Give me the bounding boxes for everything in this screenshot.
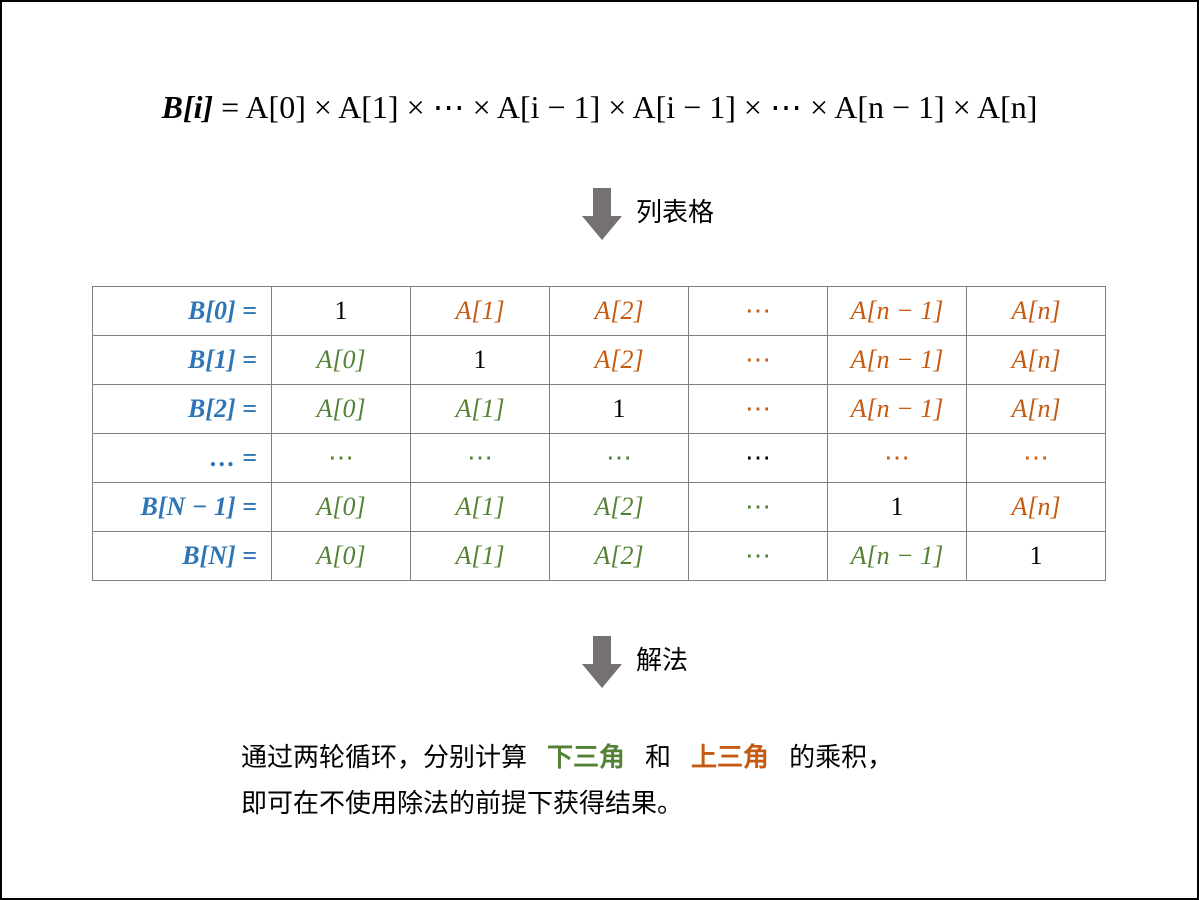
table-cell: A[1] bbox=[410, 531, 550, 581]
table-cell: A[1] bbox=[410, 286, 550, 336]
explanation-part1: 通过两轮循环，分别计算 bbox=[241, 743, 528, 773]
arrow-label-solution: 解法 bbox=[636, 646, 689, 676]
explanation-line-1: 通过两轮循环，分别计算下三角和上三角的乘积， bbox=[241, 735, 893, 781]
table-cell: ⋯ bbox=[688, 531, 828, 581]
down-arrow-icon bbox=[582, 188, 622, 240]
table-cell: A[2] bbox=[549, 482, 689, 532]
table-cell: 1 bbox=[271, 286, 411, 336]
table-cell: ⋯ bbox=[966, 433, 1106, 483]
table-cell: A[n − 1] bbox=[827, 286, 967, 336]
table-cell: A[1] bbox=[410, 482, 550, 532]
upper-triangle-label: 上三角 bbox=[691, 743, 770, 773]
arrow-label-table: 列表格 bbox=[636, 198, 715, 228]
table-cell: ⋯ bbox=[549, 433, 689, 483]
lower-triangle-label: 下三角 bbox=[547, 743, 626, 773]
table-cell: 1 bbox=[827, 482, 967, 532]
table-cell: ⋯ bbox=[410, 433, 550, 483]
table-row: … =⋯⋯⋯⋯⋯⋯ bbox=[92, 433, 1106, 483]
table-cell: A[2] bbox=[549, 531, 689, 581]
table-cell: ⋯ bbox=[688, 433, 828, 483]
table-cell: A[0] bbox=[271, 384, 411, 434]
table-cell: 1 bbox=[410, 335, 550, 385]
row-label: B[2] = bbox=[92, 384, 272, 434]
row-label: B[1] = bbox=[92, 335, 272, 385]
formula-lhs: B[i] bbox=[161, 89, 214, 125]
table-cell: 1 bbox=[966, 531, 1106, 581]
explanation-part2: 的乘积， bbox=[789, 743, 894, 773]
table-cell: 1 bbox=[549, 384, 689, 434]
table-cell: A[0] bbox=[271, 335, 411, 385]
table-cell: A[0] bbox=[271, 531, 411, 581]
table-cell: ⋯ bbox=[271, 433, 411, 483]
table-cell: A[n − 1] bbox=[827, 384, 967, 434]
row-label: B[N − 1] = bbox=[92, 482, 272, 532]
row-label: B[0] = bbox=[92, 286, 272, 336]
down-arrow-icon bbox=[582, 636, 622, 688]
table-cell: A[n] bbox=[966, 335, 1106, 385]
table-cell: A[n] bbox=[966, 286, 1106, 336]
formula-rhs: = A[0] × A[1] × ⋯ × A[i − 1] × A[i − 1] … bbox=[221, 89, 1038, 125]
explanation-mid: 和 bbox=[645, 743, 672, 773]
formula: B[i] = A[0] × A[1] × ⋯ × A[i − 1] × A[i … bbox=[2, 88, 1197, 126]
table-cell: A[2] bbox=[549, 335, 689, 385]
table-cell: A[0] bbox=[271, 482, 411, 532]
table-cell: A[2] bbox=[549, 286, 689, 336]
table-cell: ⋯ bbox=[688, 384, 828, 434]
table-cell: A[n] bbox=[966, 482, 1106, 532]
row-label: B[N] = bbox=[92, 531, 272, 581]
table-cell: A[1] bbox=[410, 384, 550, 434]
table-row: B[N] =A[0]A[1]A[2]⋯A[n − 1]1 bbox=[92, 531, 1106, 581]
explanation-text: 通过两轮循环，分别计算下三角和上三角的乘积， 即可在不使用除法的前提下获得结果。 bbox=[241, 735, 893, 827]
table-cell: ⋯ bbox=[688, 286, 828, 336]
explanation-line-2: 即可在不使用除法的前提下获得结果。 bbox=[241, 789, 684, 819]
table-cell: ⋯ bbox=[688, 335, 828, 385]
table-cell: A[n − 1] bbox=[827, 335, 967, 385]
table-cell: A[n − 1] bbox=[827, 531, 967, 581]
table-cell: A[n] bbox=[966, 384, 1106, 434]
table-row: B[2] =A[0]A[1]1⋯A[n − 1]A[n] bbox=[92, 384, 1106, 434]
table-cell: ⋯ bbox=[827, 433, 967, 483]
table-cell: ⋯ bbox=[688, 482, 828, 532]
row-label: … = bbox=[92, 433, 272, 483]
